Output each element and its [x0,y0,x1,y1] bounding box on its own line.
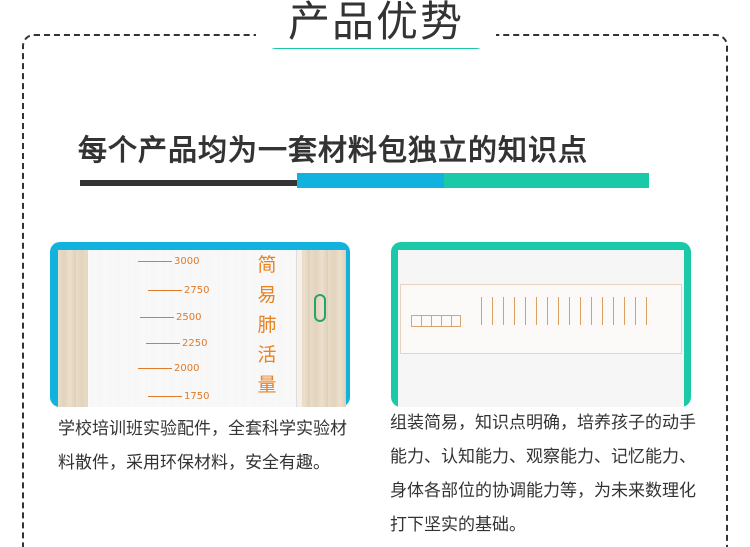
paper-clip-icon [314,294,326,322]
plastic-bag: 3000 2750 2500 2250 2000 1750 简 易 肺 活 量 [88,250,298,407]
scale-mark: 2000 [138,363,199,377]
card-right-description: 组装简易，知识点明确，培养孩子的动手能力、认知能力、观察能力、记忆能力、身体各部… [390,413,696,535]
headline-bar-teal [444,173,649,188]
title-backdrop [256,0,496,48]
scale-mark: 2500 [140,312,201,326]
section-title: 产品优势 [287,0,464,46]
scale-mark: 1750 [148,391,209,405]
scale-mark: 3000 [138,256,199,270]
headline-bar-blue [297,173,445,188]
card-left-description: 学校培训班实验配件，全套科学实验材料散件，采用环保材料，安全有趣。 [58,419,347,473]
scale-mark: 2250 [146,338,207,352]
scale-mark: 2750 [148,285,209,299]
section-headline: 每个产品均为一套材料包独立的知识点 [78,133,589,167]
zip-seal [296,250,302,407]
ruler-grid [411,315,461,327]
product-photo-lung-capacity: 3000 2750 2500 2250 2000 1750 简 易 肺 活 量 [58,250,346,407]
product-photo-ruler [398,250,684,407]
ruler-marks [471,297,651,325]
vertical-product-label: 简 易 肺 活 量 [257,254,277,396]
headline-bar-dark [80,180,298,186]
ruler-strip [400,284,682,354]
